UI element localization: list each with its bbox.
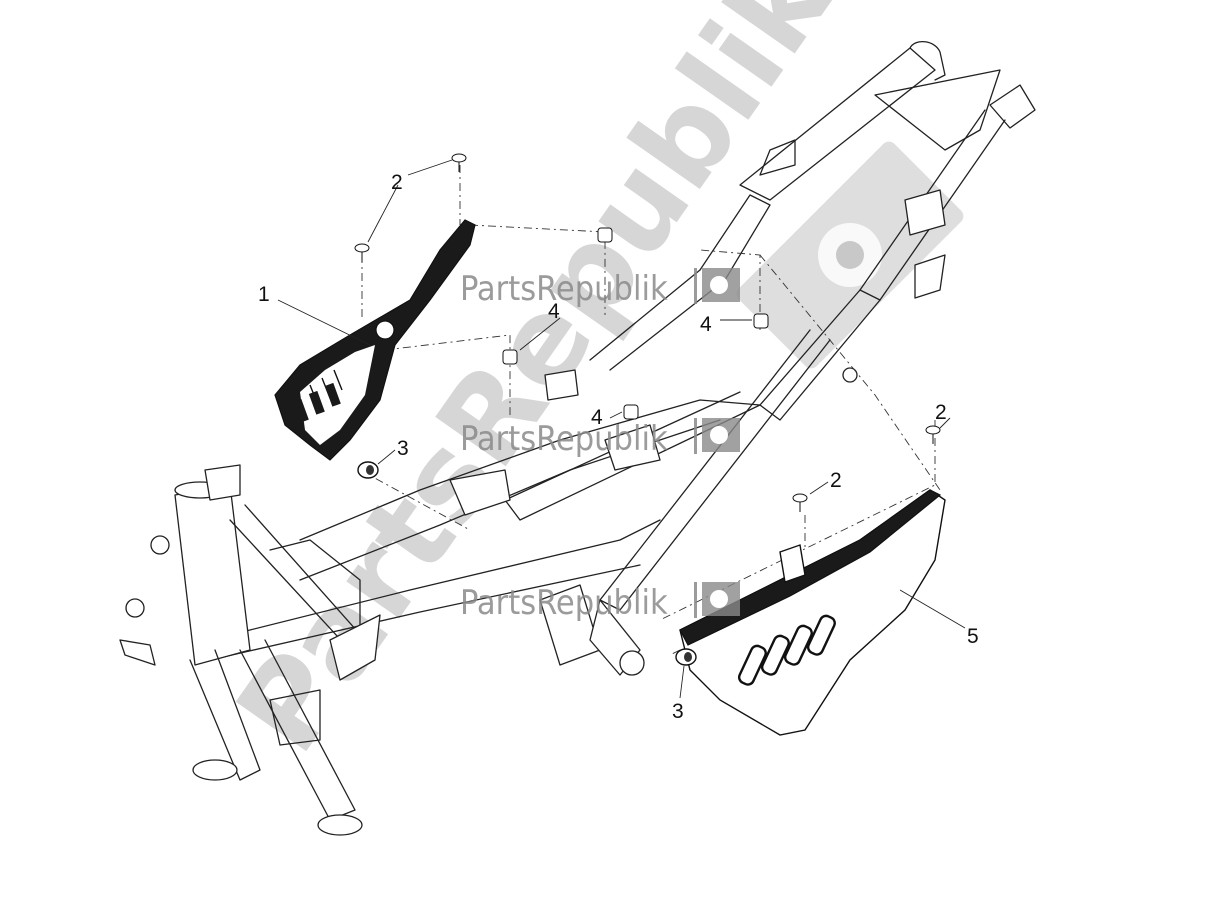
- rubber-mount-icon: [753, 313, 769, 329]
- callout-2-top: 2: [391, 171, 403, 194]
- watermark-gear-flag-icon: [736, 141, 964, 369]
- watermark-small-2: PartsRepublik: [460, 418, 740, 459]
- callout-4-center: 4: [591, 406, 603, 429]
- callout-3-left: 3: [397, 437, 409, 460]
- callout-2-right-top: 2: [935, 401, 947, 424]
- callout-3-right: 3: [672, 700, 684, 723]
- leader-lines: [277, 159, 966, 699]
- rubber-mount-icon: [623, 404, 639, 420]
- screw-icon: [354, 243, 370, 262]
- watermark-small-text-1: PartsRepublik: [460, 269, 668, 309]
- watermark-small-text-2: PartsRepublik: [460, 419, 668, 459]
- grommet-icon: [357, 461, 379, 479]
- rubber-mount-icon: [597, 227, 613, 243]
- callout-4-left: 4: [548, 300, 560, 323]
- right-side-cover: [679, 489, 946, 736]
- callout-2-right: 2: [830, 469, 842, 492]
- screw-icon: [451, 153, 467, 172]
- frame: [119, 41, 1036, 836]
- vent-slots: [737, 614, 836, 686]
- watermark-small-text-3: PartsRepublik: [460, 583, 668, 623]
- screw-icon: [792, 493, 808, 512]
- assembly-lines: [359, 165, 941, 656]
- callouts: 1 2 2 2 3 3 4 4 4 5: [258, 171, 979, 723]
- grommet-icon: [675, 648, 697, 666]
- callout-4-right: 4: [700, 313, 712, 336]
- callout-1: 1: [258, 283, 270, 306]
- rubber-mount-icon: [502, 349, 518, 365]
- left-side-cover: [274, 219, 476, 461]
- callout-5: 5: [967, 625, 979, 648]
- hardware: [354, 153, 941, 666]
- screw-icon: [925, 425, 941, 444]
- watermark-small-3: PartsRepublik: [460, 582, 740, 623]
- watermark-small-1: PartsRepublik: [460, 268, 740, 309]
